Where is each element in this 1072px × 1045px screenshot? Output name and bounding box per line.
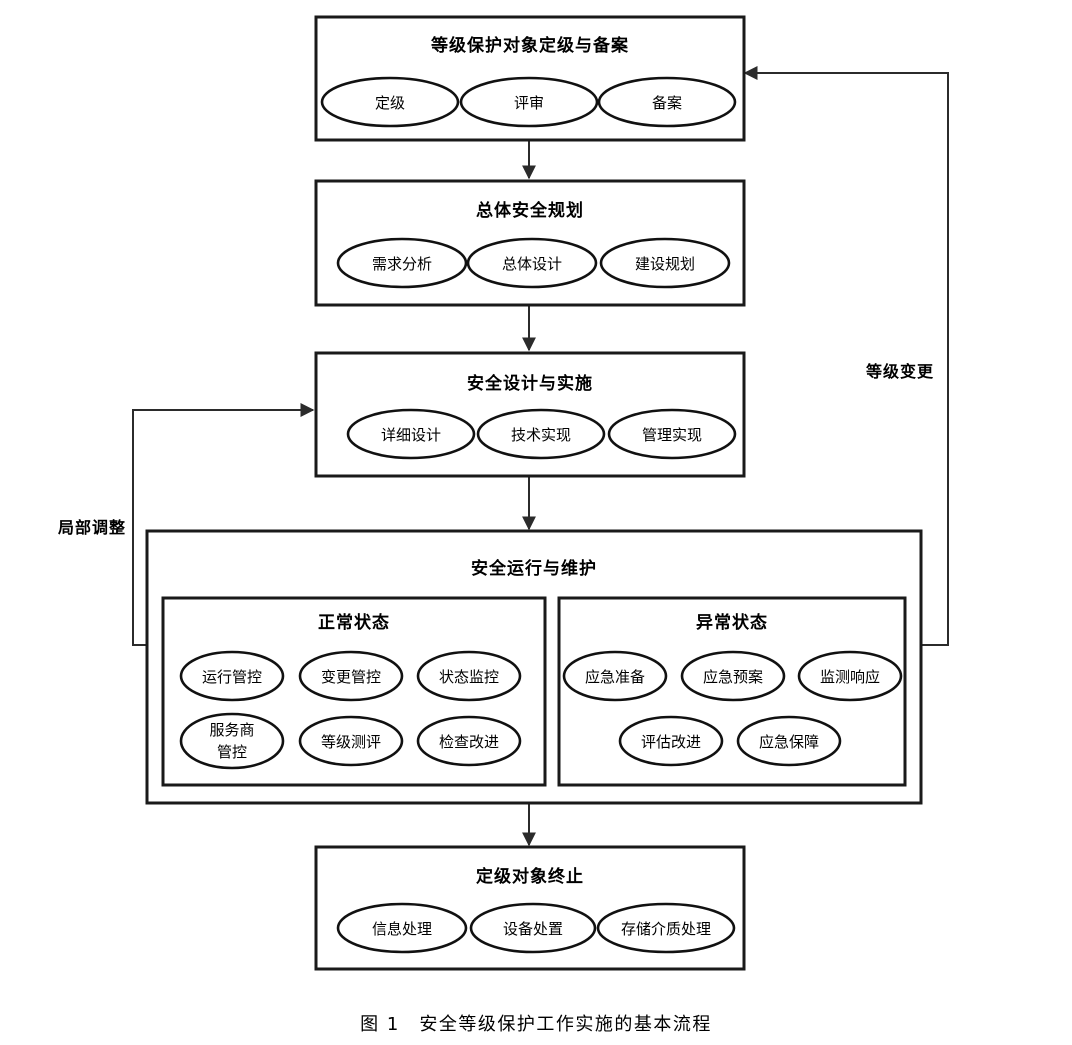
ellipse-label-line2: 管控 [217,743,247,761]
ellipse-label: 存储介质处理 [621,920,711,938]
ellipse-item[interactable]: 备案 [597,76,737,128]
ellipse-shape [459,76,599,128]
figure-caption: 图 1 安全等级保护工作实施的基本流程 [360,1014,712,1035]
ellipse-label: 检查改进 [439,733,499,751]
ellipse-shape [597,76,737,128]
stage-secure-operation-maintenance[interactable]: 安全运行与维护 正常状态 运行管控 变更管控 状态监控 服务商 管控 [145,529,923,805]
ellipse-item[interactable]: 建设规划 [599,237,731,289]
ellipse-shape [179,712,285,770]
stage-title: 等级保护对象定级与备案 [431,35,629,56]
ellipse-item[interactable]: 总体设计 [466,237,598,289]
ellipse-shape [336,237,468,289]
subgroup-title: 异常状态 [696,612,768,633]
ellipse-item[interactable]: 评估改进 [618,715,724,767]
stage-grading-filing[interactable]: 等级保护对象定级与备案 定级 评审 备案 [314,15,746,142]
ellipse-shape [416,650,522,702]
ellipse-label: 定级 [375,94,405,112]
ellipse-label: 应急预案 [703,668,763,686]
ellipse-item[interactable]: 技术实现 [476,408,606,460]
ellipse-label: 应急保障 [759,733,819,751]
stage-security-design-implementation[interactable]: 安全设计与实施 详细设计 技术实现 管理实现 [314,351,746,478]
ellipse-label: 建设规划 [635,255,695,273]
stage-title: 定级对象终止 [476,866,584,887]
feedback-label-local-adjustment: 局部调整 [58,518,126,537]
ellipse-shape [346,408,476,460]
ellipse-shape [416,715,522,767]
feedback-path-level-change [743,66,949,646]
subgroup-normal-state[interactable]: 正常状态 运行管控 变更管控 状态监控 服务商 管控 等级测评 [161,596,547,787]
ellipse-item[interactable]: 检查改进 [416,715,522,767]
ellipse-label: 等级测评 [321,733,381,751]
feedback-path-local-adjustment [132,403,315,646]
ellipse-label: 技术实现 [511,426,571,444]
ellipse-shape [618,715,724,767]
ellipse-item[interactable]: 等级测评 [298,715,404,767]
ellipse-shape [469,902,597,954]
ellipse-shape [599,237,731,289]
ellipse-shape [179,650,285,702]
ellipse-item[interactable]: 信息处理 [336,902,468,954]
ellipse-label: 运行管控 [202,668,262,686]
feedback-label-level-change: 等级变更 [865,362,934,381]
ellipse-item[interactable]: 变更管控 [298,650,404,702]
stage-object-termination[interactable]: 定级对象终止 信息处理 设备处置 存储介质处理 [314,845,746,971]
ellipse-item[interactable]: 监测响应 [797,650,903,702]
ellipse-label: 备案 [652,94,682,112]
ellipse-shape [320,76,460,128]
ellipse-shape [562,650,668,702]
ellipse-shape [298,715,404,767]
subgroup-title: 正常状态 [318,612,390,633]
ellipse-item[interactable]: 设备处置 [469,902,597,954]
ellipse-item[interactable]: 应急保障 [736,715,842,767]
ellipse-shape [476,408,606,460]
ellipse-item[interactable]: 应急准备 [562,650,668,702]
ellipse-shape [797,650,903,702]
connector-group [132,66,949,847]
ellipse-shape [466,237,598,289]
ellipse-label: 评审 [514,94,544,112]
ellipse-label: 设备处置 [503,920,563,938]
ellipse-label: 信息处理 [372,920,432,938]
stage-title: 安全设计与实施 [467,373,593,394]
ellipse-label-line1: 服务商 [209,721,254,739]
subgroup-abnormal-state[interactable]: 异常状态 应急准备 应急预案 监测响应 评估改进 应急保障 [557,596,907,787]
ellipse-item[interactable]: 定级 [320,76,460,128]
ellipse-shape [336,902,468,954]
ellipse-label: 监测响应 [820,668,880,686]
ellipse-item[interactable]: 管理实现 [607,408,737,460]
ellipse-shape [298,650,404,702]
ellipse-label: 变更管控 [321,668,381,686]
ellipse-label: 状态监控 [439,668,499,686]
ellipse-item[interactable]: 需求分析 [336,237,468,289]
ellipse-item[interactable]: 详细设计 [346,408,476,460]
ellipse-item[interactable]: 应急预案 [680,650,786,702]
ellipse-shape [607,408,737,460]
stage-title: 总体安全规划 [476,200,584,221]
stage-overall-security-planning[interactable]: 总体安全规划 需求分析 总体设计 建设规划 [314,179,746,307]
ellipse-item[interactable]: 评审 [459,76,599,128]
ellipse-shape [736,715,842,767]
stage-title: 安全运行与维护 [471,558,597,579]
ellipse-item[interactable]: 服务商 管控 [179,712,285,770]
ellipse-item[interactable]: 状态监控 [416,650,522,702]
ellipse-label: 总体设计 [502,255,562,273]
ellipse-item[interactable]: 运行管控 [179,650,285,702]
ellipse-label: 详细设计 [381,426,441,444]
ellipse-label: 管理实现 [642,426,702,444]
ellipse-label: 评估改进 [641,733,701,751]
ellipse-shape [680,650,786,702]
ellipse-shape [596,902,736,954]
ellipse-item[interactable]: 存储介质处理 [596,902,736,954]
ellipse-label: 应急准备 [585,668,645,686]
ellipse-label: 需求分析 [372,255,432,273]
